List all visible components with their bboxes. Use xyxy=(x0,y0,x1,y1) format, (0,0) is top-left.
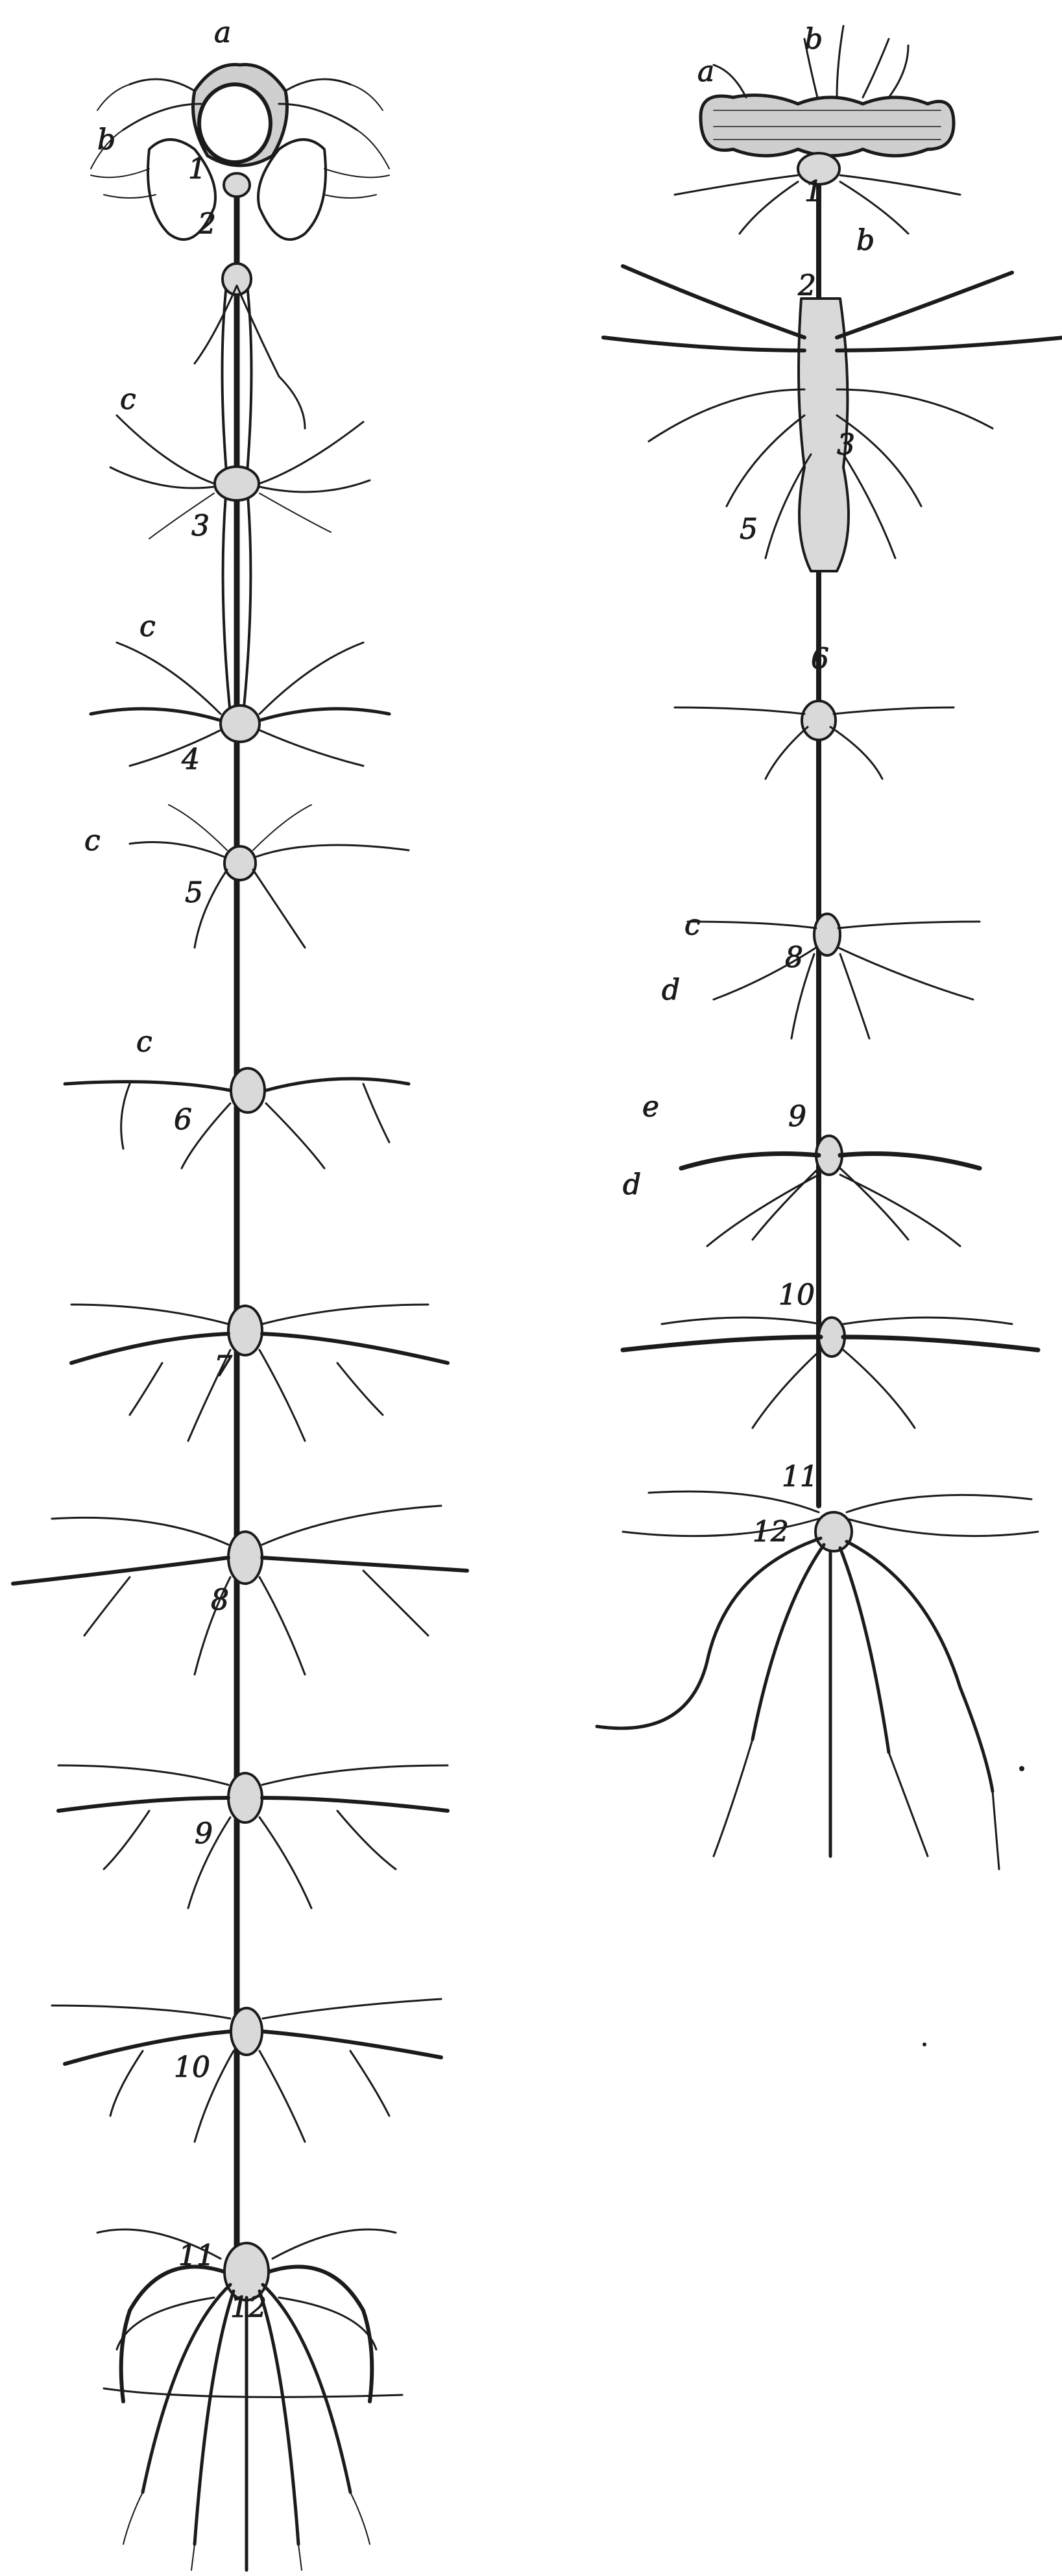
right-ganglion-8 xyxy=(814,914,840,955)
right-label-d-1: d xyxy=(662,974,680,1007)
left-number-10: 10 xyxy=(174,2051,210,2084)
left-ganglion-6 xyxy=(231,1068,265,1112)
right-number-2: 2 xyxy=(797,269,816,302)
left-number-3: 3 xyxy=(191,509,210,543)
left-nerve-chain: a b 1 2 3 4 5 6 7 8 9 10 11 12 c c c c xyxy=(13,16,467,2570)
right-number-5: 5 xyxy=(740,513,758,546)
left-ganglion-2 xyxy=(223,264,251,295)
right-brain xyxy=(701,26,954,156)
left-number-9: 9 xyxy=(195,1817,213,1850)
left-label-c-3: c xyxy=(84,824,101,857)
left-ganglion-5 xyxy=(224,846,256,880)
speck xyxy=(1019,1766,1024,1771)
left-label-c-2: c xyxy=(139,610,156,643)
right-label-e: e xyxy=(642,1090,659,1123)
right-label-a: a xyxy=(697,55,714,88)
left-ganglion-1 xyxy=(224,173,250,197)
right-number-8: 8 xyxy=(785,941,803,974)
left-number-12: 12 xyxy=(230,2291,267,2324)
right-number-11: 11 xyxy=(782,1460,818,1493)
left-ganglion-3 xyxy=(215,467,259,500)
right-label-b-lower: b xyxy=(856,224,875,257)
right-number-3: 3 xyxy=(837,428,855,461)
left-number-7: 7 xyxy=(214,1350,232,1383)
left-head-region xyxy=(91,65,389,240)
right-label-d-2: d xyxy=(623,1168,641,1201)
speck xyxy=(923,2042,926,2046)
left-number-4: 4 xyxy=(181,743,200,776)
left-number-8: 8 xyxy=(211,1584,229,1617)
right-label-b: b xyxy=(804,23,823,56)
left-number-11: 11 xyxy=(178,2239,215,2272)
left-label-a: a xyxy=(214,16,231,49)
right-label-c: c xyxy=(684,909,701,942)
left-number-6: 6 xyxy=(174,1103,192,1136)
left-number-5: 5 xyxy=(185,876,203,909)
right-number-12: 12 xyxy=(753,1515,789,1549)
left-ganglion-4 xyxy=(221,705,259,742)
left-label-b: b xyxy=(97,123,115,156)
right-nerve-chain: a b b 1 2 3 5 6 8 9 10 11 12 c d e d xyxy=(597,23,1062,1869)
left-ganglion-9 xyxy=(228,1773,262,1822)
right-number-6: 6 xyxy=(811,643,829,676)
right-number-9: 9 xyxy=(788,1100,806,1133)
left-label-c-4: c xyxy=(136,1025,152,1059)
left-number-1: 1 xyxy=(188,153,206,186)
left-number-2: 2 xyxy=(197,208,216,241)
left-label-c-1: c xyxy=(120,383,136,416)
left-ganglia xyxy=(215,173,269,2300)
left-lateral-nerves xyxy=(13,286,467,2570)
left-ganglion-10 xyxy=(231,2008,262,2055)
right-number-1: 1 xyxy=(804,175,823,208)
left-ganglion-7 xyxy=(228,1306,262,1355)
right-ganglion-6 xyxy=(802,701,836,740)
left-ganglion-8 xyxy=(228,1532,262,1584)
right-number-10: 10 xyxy=(778,1279,815,1312)
